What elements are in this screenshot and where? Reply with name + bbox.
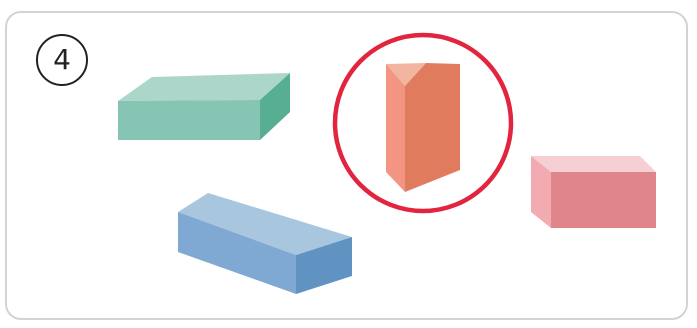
orange-triangular-prism[interactable]: [386, 63, 460, 192]
blue-prism-top-face: [178, 193, 352, 255]
question-number-label: 4: [53, 43, 71, 76]
blue-prism-side-face: [296, 237, 352, 294]
pink-rectangular-prism[interactable]: [531, 156, 656, 228]
green-rectangular-prism[interactable]: [118, 73, 290, 140]
green-prism-side-face: [260, 73, 290, 140]
green-prism-top-face: [118, 73, 290, 101]
triangle-prism-front-face: [386, 64, 405, 192]
blue-rectangular-prism[interactable]: [178, 193, 352, 294]
triangle-prism-top-face: [386, 63, 426, 86]
pink-prism-side-face: [531, 156, 551, 228]
pink-prism-front-face: [551, 172, 656, 228]
pink-prism-top-face: [531, 156, 656, 172]
triangle-prism-side-face: [405, 63, 460, 192]
selection-ring: [332, 32, 514, 214]
blue-prism-front-face: [178, 212, 296, 294]
question-number-badge: 4: [36, 34, 88, 86]
green-prism-front-face: [118, 100, 260, 140]
